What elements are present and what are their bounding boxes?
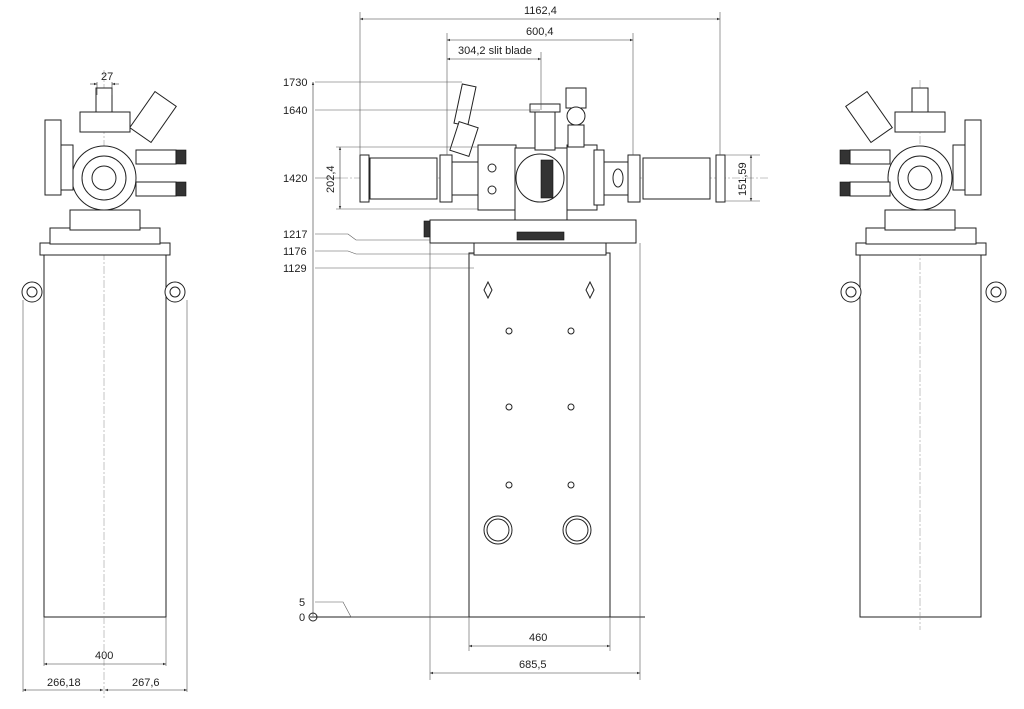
cable-port-right [562, 515, 592, 545]
cable-port-left [483, 515, 513, 545]
front-view: 1730 1640 1420 1217 1176 1129 5 0 202,4 … [283, 5, 770, 680]
dim-151-59: 151,59 [737, 162, 749, 196]
left-cabinet [43, 252, 167, 618]
right-bellows [642, 157, 711, 200]
dim-685-5: 685,5 [519, 659, 547, 671]
dim-400: 400 [95, 650, 113, 662]
height-1176: 1176 [283, 246, 307, 258]
dim-460: 460 [529, 632, 547, 644]
dim-267-6: 267,6 [132, 677, 160, 689]
height-0: 0 [299, 612, 305, 624]
valve-actuator [565, 87, 587, 109]
height-1217: 1217 [283, 229, 307, 241]
height-1420: 1420 [283, 173, 307, 185]
dim-1162-4: 1162,4 [524, 5, 557, 17]
gauge-head [453, 83, 477, 127]
dim-slit-blade: 304,2 slit blade [458, 45, 532, 57]
right-actuator [845, 90, 893, 144]
chamber-left [477, 144, 517, 211]
left-side-view: 27 400 266,18 267,6 [21, 70, 188, 700]
height-1640: 1640 [283, 105, 307, 117]
right-cabinet [859, 252, 982, 618]
slit-blade-actuator [534, 109, 556, 151]
dim-202-4: 202,4 [325, 165, 337, 193]
height-5: 5 [299, 597, 305, 609]
cabinet-screws [505, 327, 575, 489]
height-1730: 1730 [283, 77, 307, 89]
dim-27: 27 [101, 71, 113, 83]
left-bellows [369, 157, 438, 200]
left-actuator [129, 90, 177, 144]
dim-266-18: 266,18 [47, 677, 81, 689]
right-lifting-ring [164, 281, 186, 303]
right-side-view [839, 80, 1007, 630]
left-lifting-ring [21, 281, 43, 303]
right-chamber [887, 145, 953, 211]
dim-600-4: 600,4 [526, 26, 554, 38]
height-1129: 1129 [283, 263, 307, 275]
front-cabinet [468, 252, 611, 618]
